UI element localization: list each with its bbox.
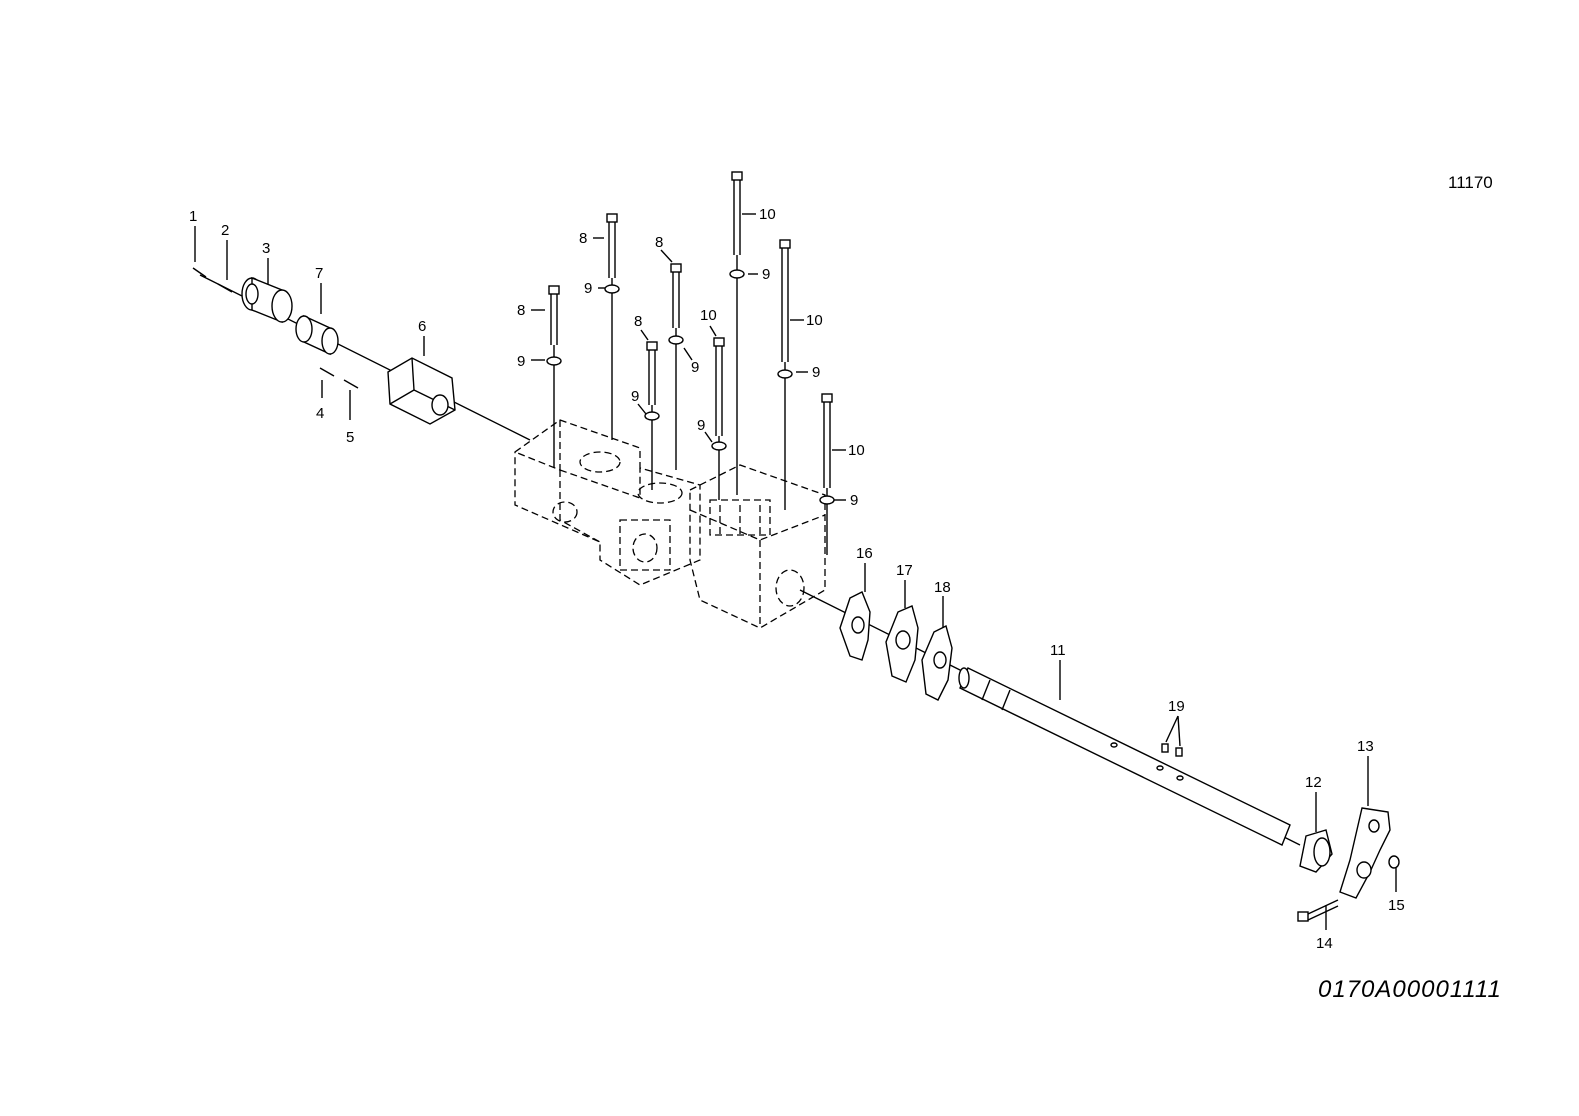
fork-18 xyxy=(921,624,953,701)
bolt-8-a xyxy=(548,285,560,468)
callout-2: 2 xyxy=(221,222,229,239)
callout-14: 14 xyxy=(1316,935,1333,952)
callout-9-g: 9 xyxy=(697,417,705,434)
callout-7: 7 xyxy=(315,265,323,282)
callout-18: 18 xyxy=(934,579,951,596)
fork-17 xyxy=(885,605,919,683)
washers-9 xyxy=(546,269,835,505)
pin-5 xyxy=(343,379,359,389)
nut-15 xyxy=(1388,855,1400,869)
callout-8-d: 8 xyxy=(634,313,642,330)
callout-10-d: 10 xyxy=(848,442,865,459)
bolt-10-d xyxy=(821,393,833,555)
callout-9-e: 9 xyxy=(762,266,770,283)
callout-5: 5 xyxy=(346,429,354,446)
callout-9-h: 9 xyxy=(850,492,858,509)
callout-1: 1 xyxy=(189,208,197,225)
callout-8-a: 8 xyxy=(579,230,587,247)
callout-15: 15 xyxy=(1388,897,1405,914)
grub-screws-19 xyxy=(1161,743,1183,757)
shaft-11 xyxy=(958,667,1291,846)
callout-19: 19 xyxy=(1168,698,1185,715)
bolt-10-b xyxy=(779,239,791,510)
bolt-8-c xyxy=(670,263,682,470)
callout-11: 11 xyxy=(1050,642,1066,659)
figure-ref: 11170 xyxy=(1448,173,1493,192)
bolt-14 xyxy=(1297,899,1339,922)
pin-4 xyxy=(319,367,335,377)
callout-9-d: 9 xyxy=(631,388,639,405)
valve-block-2 xyxy=(689,464,826,629)
callout-13: 13 xyxy=(1357,738,1374,755)
callout-3: 3 xyxy=(262,240,270,257)
callout-4: 4 xyxy=(316,405,324,422)
pin-1 xyxy=(192,267,207,278)
callout-8-c: 8 xyxy=(655,234,663,251)
bearing-12 xyxy=(1299,829,1333,873)
callout-17: 17 xyxy=(896,562,913,579)
callout-9-b: 9 xyxy=(517,353,525,370)
callout-16: 16 xyxy=(856,545,873,562)
callouts: 1 2 3 4 5 6 7 8 8 8 8 9 9 9 9 9 9 9 9 9 … xyxy=(189,206,1405,952)
bolt-8-b xyxy=(606,213,618,440)
needle-bearing-7 xyxy=(295,314,339,356)
callout-10-b: 10 xyxy=(806,312,823,329)
callout-10-c: 10 xyxy=(700,307,717,324)
callout-12: 12 xyxy=(1305,774,1322,791)
bolt-10-a xyxy=(731,171,743,495)
callout-9-a: 9 xyxy=(584,280,592,297)
valve-block-1 xyxy=(514,419,701,586)
leader-lines xyxy=(194,213,1397,930)
bolt-10-c xyxy=(713,337,725,500)
drawing-code: 0170A00001111 xyxy=(1318,976,1502,1003)
coupling-6 xyxy=(387,357,456,425)
pin-2 xyxy=(217,283,233,293)
bushing-3 xyxy=(241,276,293,324)
callout-8-b: 8 xyxy=(517,302,525,319)
callout-6: 6 xyxy=(418,318,426,335)
lever-13 xyxy=(1339,807,1391,899)
callout-9-f: 9 xyxy=(812,364,820,381)
callout-9-c: 9 xyxy=(691,359,699,376)
callout-10-a: 10 xyxy=(759,206,776,223)
fork-16 xyxy=(839,591,871,661)
